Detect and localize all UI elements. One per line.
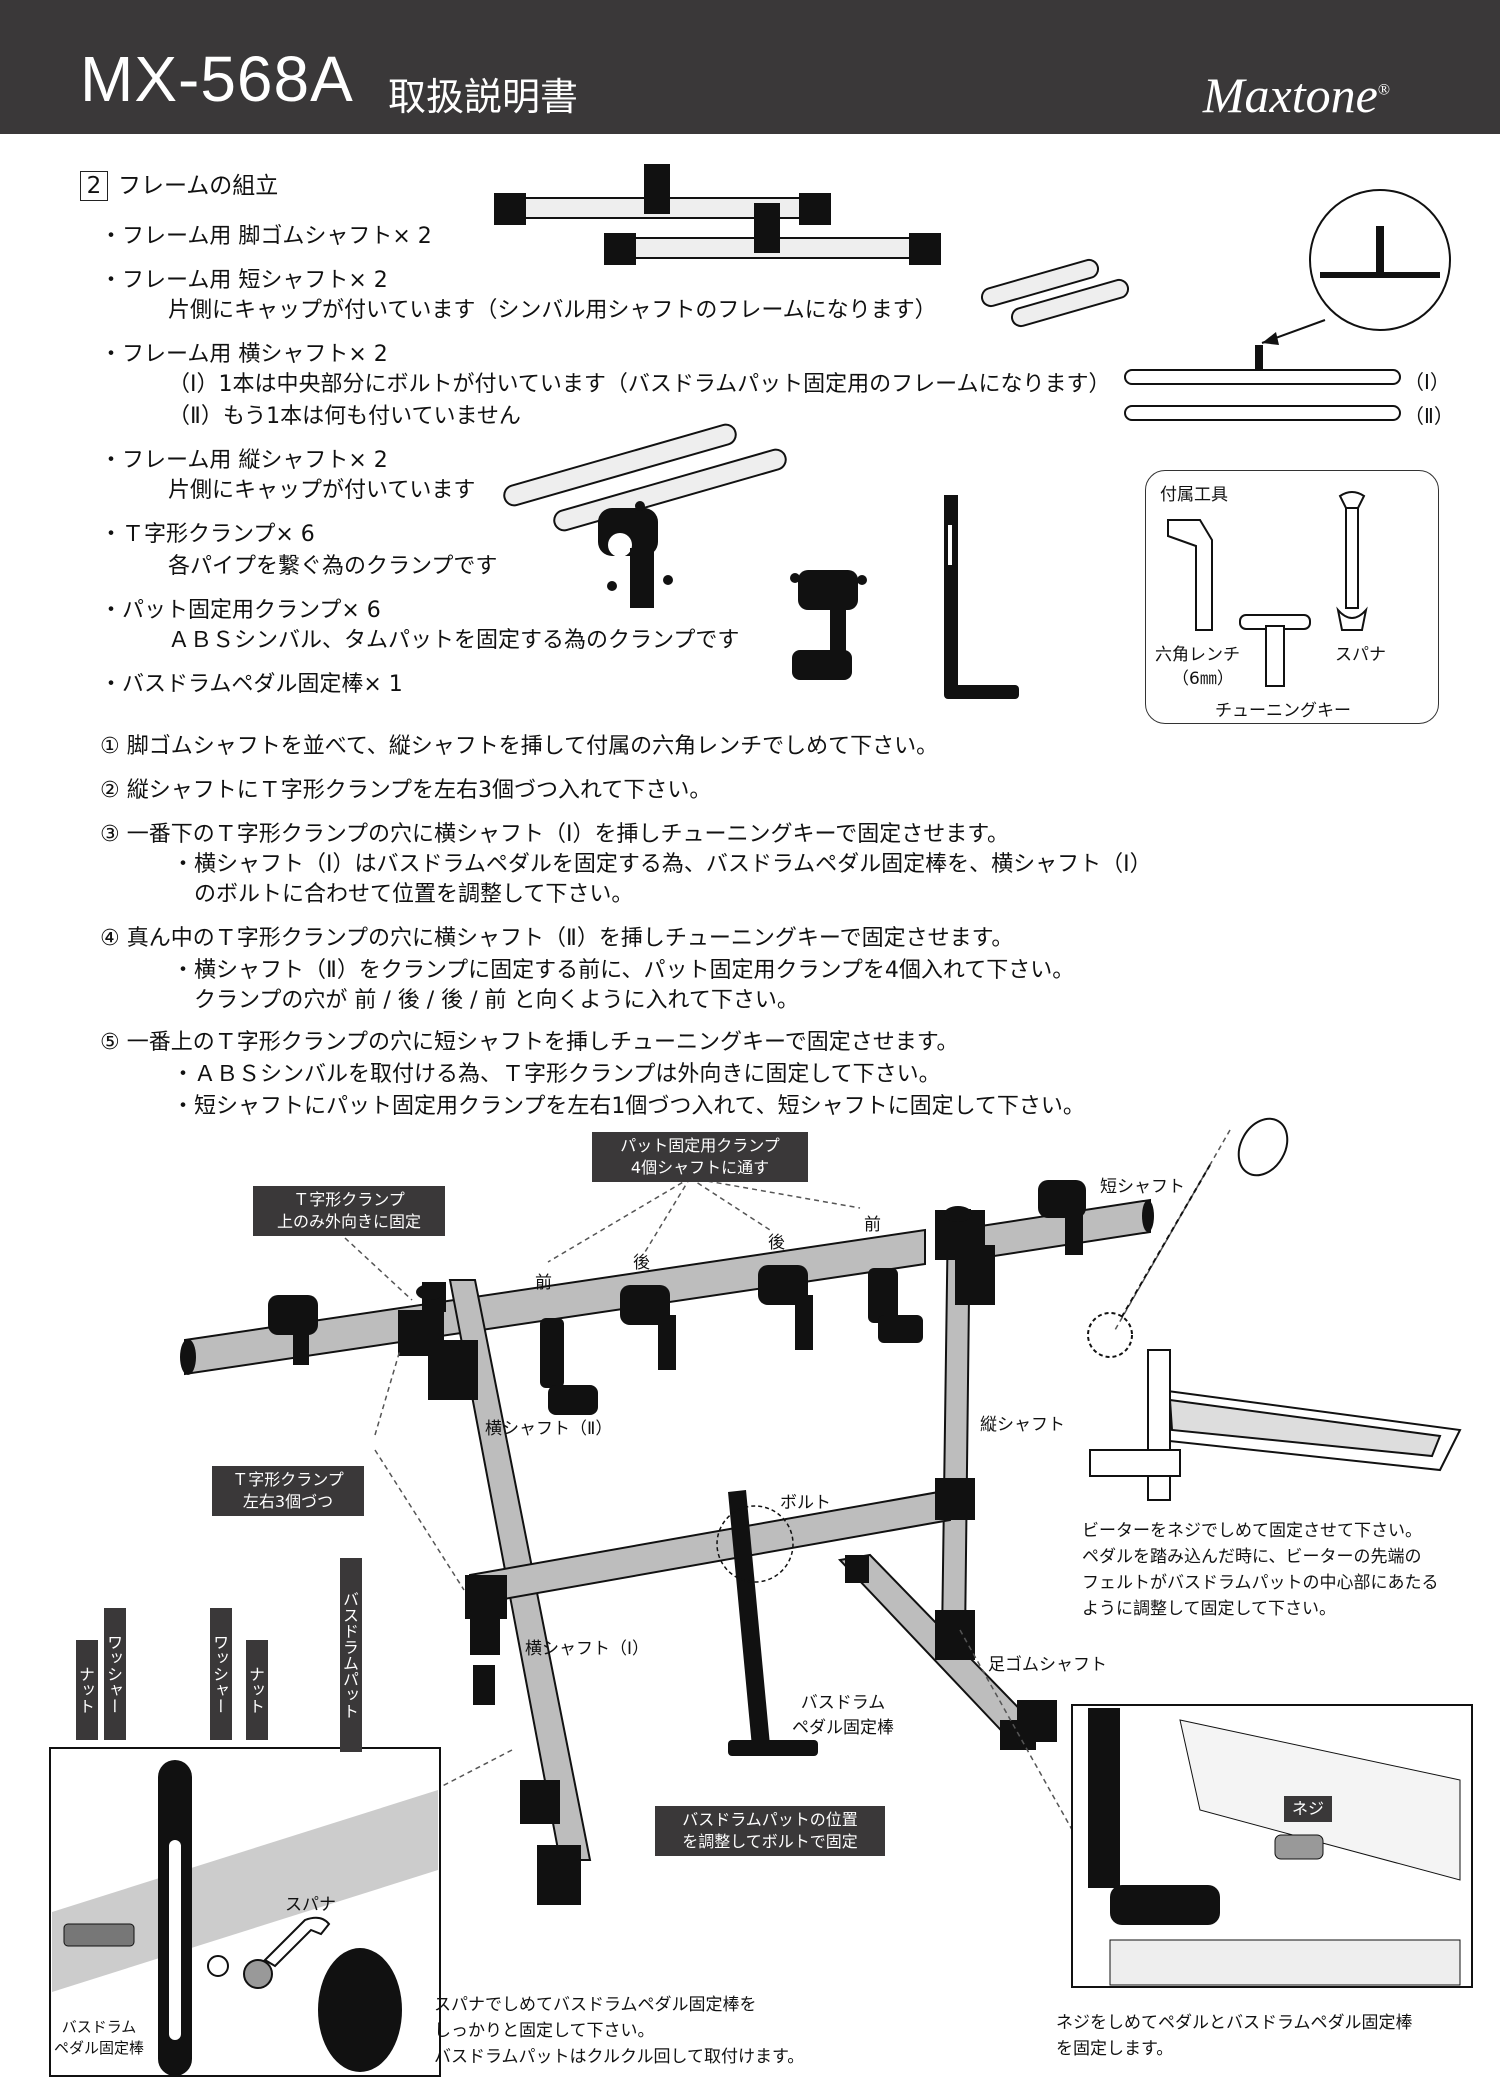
inset-spanner-label: スパナ: [285, 1890, 336, 1915]
top-clamp-callout: Ｔ字形クランプ上のみ外向きに固定: [253, 1186, 445, 1236]
washer-tag: ワッシャー: [210, 1608, 232, 1740]
screw-note: ネジをしめてペダルとバスドラムペダル固定棒 を固定します。: [1056, 2010, 1413, 2062]
side-clamp-callout: Ｔ字形クランプ左右3個づつ: [212, 1466, 364, 1516]
horizontal-shaft-i-label: 横シャフト（Ⅰ）: [525, 1634, 649, 1659]
t-clamp-illustration: [598, 501, 673, 608]
pedal-rod-illustration: [944, 495, 1019, 699]
bolt-detail-circle: [1262, 190, 1450, 345]
inset-rod-label: バスドラムペダル固定棒: [54, 2016, 144, 2058]
foot-shaft-illustration: [495, 165, 940, 264]
bass-drum-pad-tag: バスドラムパット: [340, 1558, 362, 1752]
beater-note: ビーターをネジでしめて固定させて下さい。 ペダルを踏み込んだ時に、ビーターの先端…: [1082, 1518, 1439, 1622]
direction-back: 後: [633, 1248, 650, 1273]
pedal-rod-label: バスドラムペダル固定棒: [792, 1688, 894, 1738]
short-shaft-label: 短シャフト: [1100, 1172, 1185, 1197]
nut-tag: ナット: [246, 1640, 268, 1740]
direction-front: 前: [535, 1268, 552, 1293]
horizontal-shaft-ii-label: 横シャフト（Ⅱ）: [485, 1414, 612, 1439]
short-shaft-illustration: [980, 258, 1130, 328]
tuning-key-icon: [1240, 615, 1310, 686]
direction-back: 後: [768, 1228, 785, 1253]
washer-tag: ワッシャー: [104, 1608, 126, 1740]
pad-position-callout: バスドラムパットの位置を調整してボルトで固定: [655, 1806, 885, 1856]
direction-front: 前: [864, 1210, 881, 1235]
horizontal-shaft-illustration: [1125, 346, 1400, 420]
pad-clamp-illustration: [790, 570, 867, 680]
spanner-note: スパナでしめてバスドラムペダル固定棒を しっかりと固定して下さい。 バスドラムパ…: [434, 1992, 804, 2070]
pedal-screw-inset: [1072, 1705, 1472, 1987]
screw-tag: ネジ: [1284, 1796, 1332, 1822]
spanner-icon: [1338, 492, 1366, 630]
bolt-label: ボルト: [780, 1488, 831, 1513]
foot-shaft-label: 足ゴムシャフト: [988, 1650, 1107, 1675]
vertical-shaft-label: 縦シャフト: [980, 1410, 1065, 1435]
hex-wrench-icon: [1168, 520, 1212, 630]
nut-tag: ナット: [76, 1640, 98, 1740]
